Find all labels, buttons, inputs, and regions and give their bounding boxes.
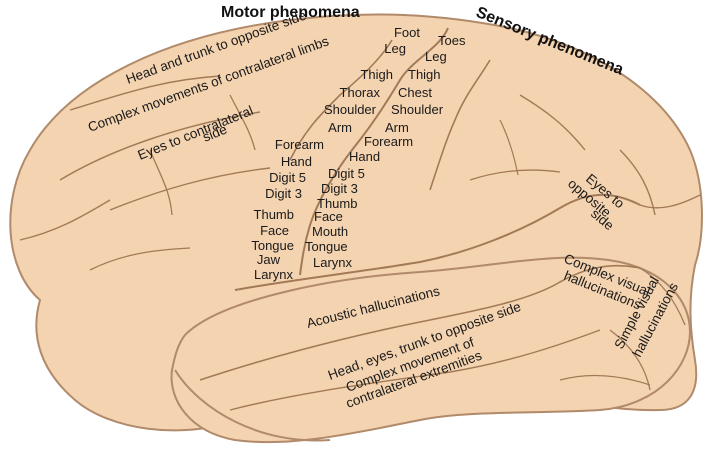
motor-strip-item: Arm [328,120,352,135]
sensory-strip-item: Toes [438,33,466,48]
sensory-strip-item: Face [314,209,343,224]
sensory-strip-item: Hand [349,149,380,164]
motor-strip-item: Digit 3 [265,186,302,201]
motor-strip-item: Forearm [275,137,324,152]
sensory-strip-item: Forearm [364,134,413,149]
motor-phenomena-title: Motor phenomena [221,4,360,21]
motor-strip-item: Foot [394,25,420,40]
sensory-strip-item: Leg [425,49,447,64]
motor-strip-item: Jaw [257,252,281,267]
motor-strip-item: Thumb [254,207,294,222]
lateral-sulcus [234,193,641,291]
motor-strip-item: Leg [384,41,406,56]
sensory-strip-item: Chest [398,85,432,100]
sensory-strip-item: Thumb [317,196,357,211]
sensory-strip-item: Arm [385,120,409,135]
sensory-strip-item: Tongue [305,239,348,254]
sensory-strip-item: Thigh [408,67,441,82]
motor-strip-item: Hand [281,154,312,169]
sensory-strip-item: Digit 3 [321,181,358,196]
sensory-strip: Toes Leg Thigh Chest Shoulder Arm Forear… [305,33,466,270]
central-sulcus [299,27,449,276]
sensory-strip-item: Digit 5 [328,166,365,181]
motor-strip-item: Thorax [340,85,381,100]
motor-strip-item: Tongue [251,238,294,253]
motor-strip-item: Digit 5 [269,170,306,185]
sensory-strip-item: Shoulder [391,102,444,117]
motor-strip-item: Larynx [254,267,294,282]
temporal-lobe-shape [170,256,692,444]
motor-strip-item: Thigh [360,67,393,82]
sensory-strip-item: Larynx [313,255,353,270]
motor-strip-item: Shoulder [324,102,377,117]
sensory-strip-item: Mouth [312,224,348,239]
motor-strip: Foot Leg Thigh Thorax Shoulder Arm Forea… [251,25,420,282]
motor-strip-item: Face [260,223,289,238]
